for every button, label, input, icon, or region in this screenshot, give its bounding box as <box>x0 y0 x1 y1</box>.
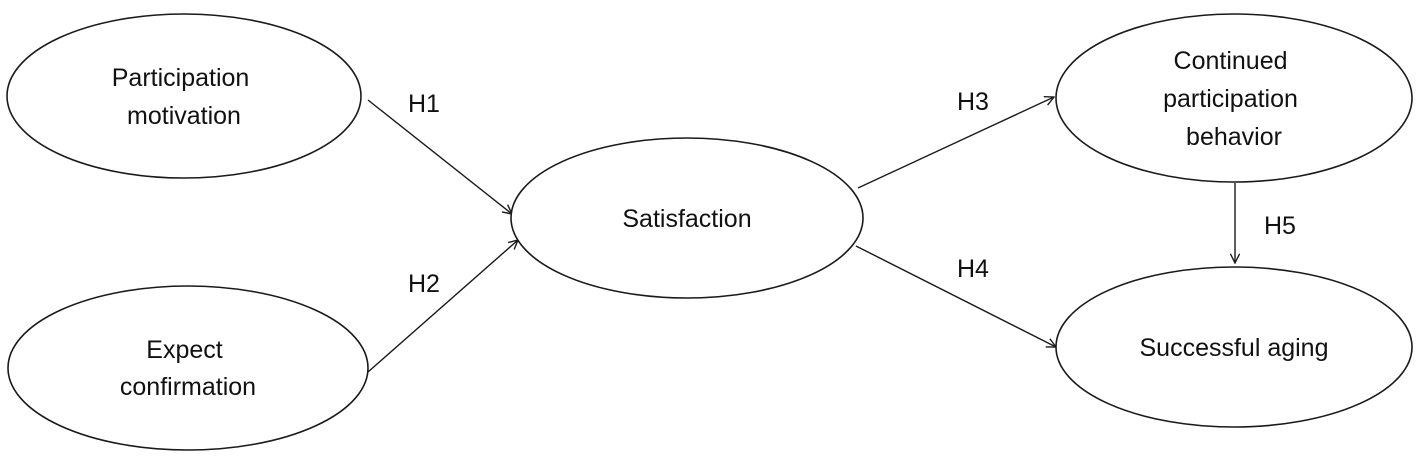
node-line: motivation <box>127 102 241 130</box>
node-successful-aging: Successful aging <box>1055 266 1413 428</box>
node-line: participation <box>1163 85 1298 113</box>
edge-h1-label: H1 <box>408 90 440 118</box>
node-participation-motivation-ellipse <box>6 13 362 179</box>
node-continued-participation-behavior-ellipse <box>1055 13 1413 183</box>
edge-h2-arrow <box>367 240 518 373</box>
edge-h4-label: H4 <box>957 255 989 283</box>
node-satisfaction: Satisfaction <box>510 137 864 299</box>
node-expect-confirmation-label: Expect confirmation <box>120 336 256 401</box>
node-continued-participation-behavior: Continued participation behavior <box>1055 13 1413 183</box>
node-expect-confirmation-ellipse <box>7 285 369 451</box>
node-line: confirmation <box>120 373 256 401</box>
edge-h2-label: H2 <box>408 270 440 298</box>
edge-h4-arrow <box>855 245 1056 347</box>
node-satisfaction-ellipse <box>510 137 864 299</box>
edge-h1-arrow <box>367 99 512 214</box>
node-participation-motivation-label: Participation motivation <box>112 64 257 130</box>
node-satisfaction-label: Satisfaction <box>622 205 751 233</box>
node-line: Continued <box>1174 47 1288 75</box>
edge-h3: H3 <box>857 88 1054 189</box>
edge-h5: H5 <box>1235 183 1296 263</box>
node-successful-aging-label: Successful aging <box>1139 334 1328 362</box>
edge-h2: H2 <box>367 240 518 373</box>
node-line: behavior <box>1186 123 1282 151</box>
edge-h1: H1 <box>367 90 512 214</box>
node-participation-motivation: Participation motivation <box>6 13 362 179</box>
node-line: Satisfaction <box>622 205 751 233</box>
edge-h3-label: H3 <box>957 88 989 116</box>
node-line: Participation <box>112 64 250 92</box>
edge-h5-label: H5 <box>1264 212 1296 240</box>
node-continued-participation-behavior-label: Continued participation behavior <box>1163 47 1305 151</box>
node-line: Successful aging <box>1139 334 1328 362</box>
node-expect-confirmation: Expect confirmation <box>7 285 369 451</box>
node-line: Expect <box>146 336 222 364</box>
node-successful-aging-ellipse <box>1055 266 1413 428</box>
edge-h3-arrow <box>857 97 1054 189</box>
edge-h4: H4 <box>855 245 1056 347</box>
